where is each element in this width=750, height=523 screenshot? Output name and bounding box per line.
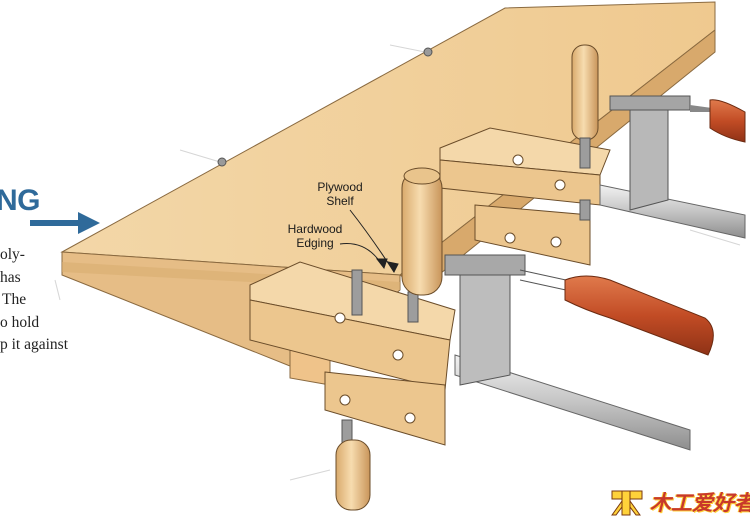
- section-heading: NG: [0, 184, 41, 217]
- plywood-shelf-label: Plywood Shelf: [305, 180, 375, 208]
- body-line: o hold: [0, 313, 40, 331]
- body-line: The: [2, 291, 27, 308]
- body-line: p it against: [0, 336, 69, 353]
- label-line: Plywood: [317, 180, 363, 194]
- back-bar-clamp: [599, 95, 746, 239]
- woodworker-logo-icon: [611, 490, 643, 516]
- site-watermark: 木工爱好者: [608, 485, 750, 517]
- label-line: Hardwood: [287, 222, 343, 236]
- arrow-right-icon: [30, 212, 100, 234]
- body-line: has: [0, 268, 21, 286]
- hardwood-edging-label: Hardwood Edging: [275, 222, 355, 250]
- back-handscrew-clamp: [439, 44, 611, 266]
- label-line: Shelf: [326, 194, 354, 208]
- label-line: Edging: [296, 236, 334, 250]
- body-text: oly- has The o hold p it against: [0, 244, 120, 357]
- watermark-text: 木工爱好者: [650, 492, 750, 515]
- front-bar-clamp: [444, 254, 714, 451]
- front-handscrew-clamp: [249, 167, 456, 511]
- label-leaders: [339, 209, 399, 274]
- body-line: oly-: [0, 246, 25, 263]
